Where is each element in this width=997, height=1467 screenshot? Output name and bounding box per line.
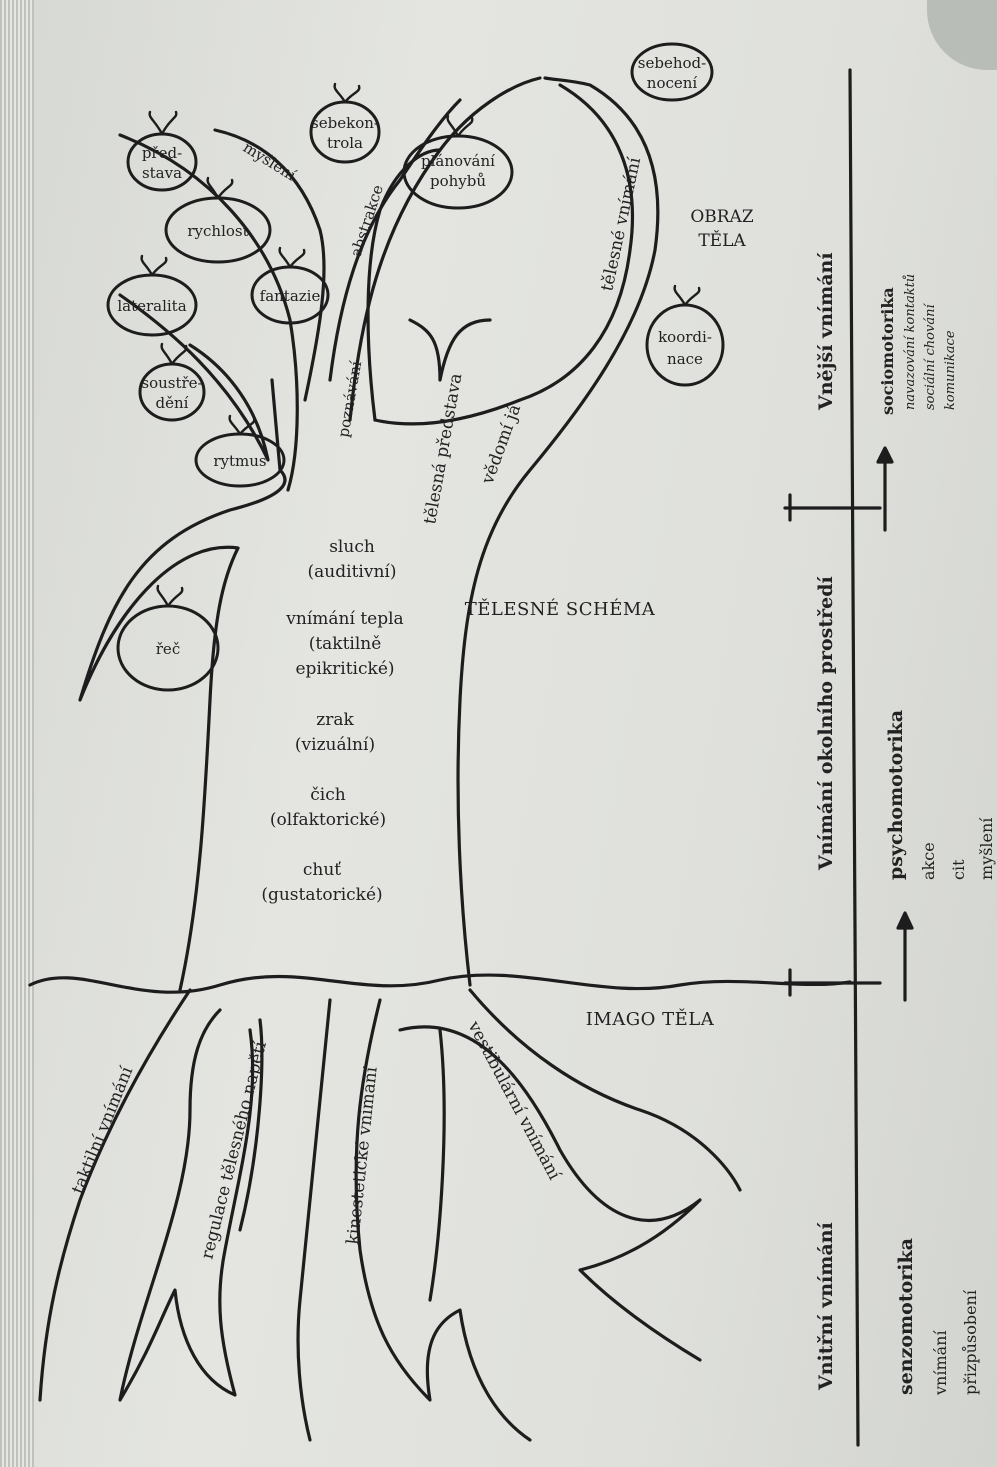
apple-koordinace-line2: nace	[667, 350, 703, 368]
root-label-vestibular: vestibulární vnímání	[463, 1017, 564, 1184]
root-4	[298, 1000, 330, 1440]
root-label-regulace: regulace tělesného napětí	[197, 1039, 271, 1261]
senzomotorika-group: senzomotorika vnímání přizpůsobení	[895, 1238, 980, 1396]
psychomotorika-item-3: myšlení	[977, 817, 996, 880]
apple-koordinace: koordi- nace	[647, 286, 723, 385]
sense-zrak-2: (vizuální)	[295, 735, 375, 755]
sense-chut-2: (gustatorické)	[261, 885, 382, 905]
apple-sebehodnoceni-line1: sebehod-	[638, 54, 706, 72]
root-2	[120, 1010, 253, 1400]
psychomotorika-item-1: akce	[919, 842, 938, 880]
sociomotorika-item-3: komunikace	[943, 330, 958, 410]
branch-label-poznavani: poznávání	[334, 360, 365, 439]
apple-soustredeni-line1: soustře-	[141, 374, 202, 392]
branch-label-abstrakce: abstrakce	[347, 182, 387, 259]
branch-label-telesne-vnimani: tělesné vnímání	[597, 155, 645, 293]
obraz-tela-line2: TĚLA	[698, 230, 746, 251]
sociomotorika-item-2: sociální chování	[923, 303, 938, 410]
ground-line	[30, 975, 850, 992]
senzomotorika-item-1: vnímání	[931, 1330, 950, 1396]
imago-tela-label: IMAGO TĚLA	[586, 1007, 715, 1030]
apple-sebehodnoceni-line2: nocení	[647, 74, 698, 92]
arrow-lower-head	[898, 913, 912, 928]
root-8	[430, 1030, 444, 1300]
apple-fantazie-label: fantazie	[260, 287, 321, 305]
sociomotorika-title: sociomotorika	[878, 287, 897, 415]
apple-predstava: před- stava	[128, 112, 196, 190]
branch-label-vedomi-ja: vědomí já	[478, 402, 526, 488]
branch-label-telesna-predstava: tělesná představa	[420, 372, 466, 526]
sense-cich-1: čich	[310, 785, 345, 805]
sense-teplo-1: vnímání tepla	[285, 609, 403, 629]
sense-chut-1: chuť	[303, 860, 341, 880]
apple-planovani-line2: pohybů	[430, 172, 486, 190]
sense-zrak-1: zrak	[316, 710, 354, 730]
psychomotorika-item-2: cit	[949, 859, 968, 880]
apple-soustredeni-line2: dění	[156, 394, 189, 412]
apple-rychlost: rychlost	[166, 178, 270, 262]
sense-sluch-2: (auditivní)	[308, 562, 397, 582]
root-1	[40, 990, 190, 1400]
apple-rychlost-label: rychlost	[187, 222, 248, 240]
apple-rytmus: rytmus	[196, 416, 284, 486]
apple-sebekontrola: sebekon- trola	[311, 84, 379, 162]
obraz-tela-line1: OBRAZ	[690, 207, 754, 227]
apple-lateralita-label: lateralita	[117, 297, 186, 315]
sociomotorika-group: sociomotorika navazování kontaktů sociál…	[878, 274, 958, 415]
trunk-left	[80, 380, 285, 990]
senzomotorika-item-2: přizpůsobení	[961, 1289, 980, 1395]
arrow-upper-head	[878, 448, 892, 462]
sense-cich-2: (olfaktorické)	[270, 810, 386, 830]
side-okoli: Vnímání okolního prostředí	[815, 575, 837, 871]
apple-fantazie: fantazie	[252, 248, 328, 323]
separator-line	[850, 70, 858, 1445]
apple-predstava-line1: před-	[142, 144, 182, 162]
apple-predstava-line2: stava	[142, 164, 182, 182]
apple-sebehodnoceni: sebehod- nocení	[632, 44, 712, 100]
sociomotorika-item-1: navazování kontaktů	[902, 274, 918, 410]
side-vnejsi: Vnější vnímání	[815, 252, 837, 411]
side-vnitrni: Vnitřní vnímání	[815, 1221, 837, 1391]
apple-sebekontrola-line1: sebekon-	[311, 114, 379, 132]
apple-rec-label: řeč	[156, 640, 180, 658]
sense-teplo-3: epikritické)	[295, 659, 394, 679]
trunk-senses: sluch (auditivní) vnímání tepla (taktiln…	[261, 537, 403, 905]
apple-koordinace-line1: koordi-	[658, 328, 712, 346]
root-label-taktilni: taktilní vnímání	[68, 1063, 137, 1197]
apple-planovani-line1: plánování	[421, 152, 495, 170]
psychomotorika-title: psychomotorika	[885, 710, 907, 880]
sense-sluch-1: sluch	[329, 537, 375, 557]
apple-rec: řeč	[118, 586, 218, 690]
branch-center-loop-2	[375, 85, 632, 424]
branch-label-mysleni: myšlení	[240, 138, 299, 184]
apple-sebekontrola-line2: trola	[327, 134, 363, 152]
senzomotorika-title: senzomotorika	[895, 1238, 917, 1395]
apple-rytmus-label: rytmus	[213, 452, 266, 470]
psychomotorika-group: psychomotorika akce cit myšlení	[885, 710, 996, 880]
sense-teplo-2: (taktilně	[309, 634, 382, 654]
root-label-kinestezie: kinestetické vnímání	[343, 1065, 382, 1245]
center-v	[410, 320, 490, 380]
telesne-schema-label: TĚLESNÉ SCHÉMA	[465, 597, 656, 620]
